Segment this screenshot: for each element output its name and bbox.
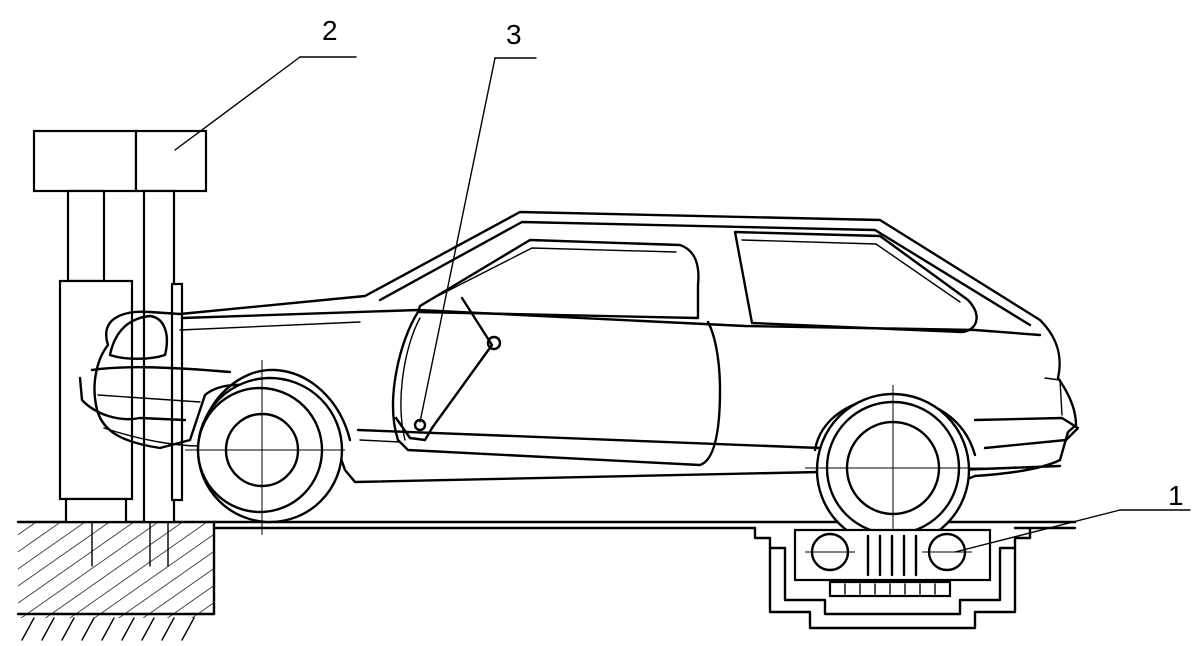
front-bumper <box>78 376 187 422</box>
rear-wheel <box>805 385 985 560</box>
car-roof-inner <box>378 220 1032 327</box>
callout-number-3: 3 <box>506 19 522 50</box>
front-wheel <box>185 360 352 535</box>
headlight <box>108 314 169 360</box>
callout-2: 2 <box>174 15 357 151</box>
car-sill <box>356 428 822 450</box>
car-beltline <box>180 308 1042 337</box>
push-plate <box>170 282 184 502</box>
floor-hatch-block <box>18 522 214 618</box>
column-head-right <box>134 129 208 193</box>
rear-bumper <box>973 416 1080 450</box>
floor-hatch-ticks <box>21 617 195 641</box>
callout-3: 3 <box>419 19 537 423</box>
column-head-left <box>32 129 138 193</box>
windows <box>416 230 978 334</box>
rear-side-window <box>733 230 978 334</box>
callout-1: 1 <box>954 480 1191 553</box>
column-upper <box>66 189 106 283</box>
floor <box>16 520 1077 641</box>
callout-number-1: 1 <box>1168 480 1184 511</box>
car-body <box>78 210 1080 484</box>
roller-stand <box>753 526 1032 630</box>
column-base <box>64 497 128 524</box>
pusher-column <box>32 129 208 567</box>
door-outline <box>391 310 722 467</box>
front-side-window <box>416 238 700 320</box>
column-body <box>58 279 134 501</box>
callout-number-2: 2 <box>322 15 338 46</box>
door-linkage <box>394 296 502 442</box>
